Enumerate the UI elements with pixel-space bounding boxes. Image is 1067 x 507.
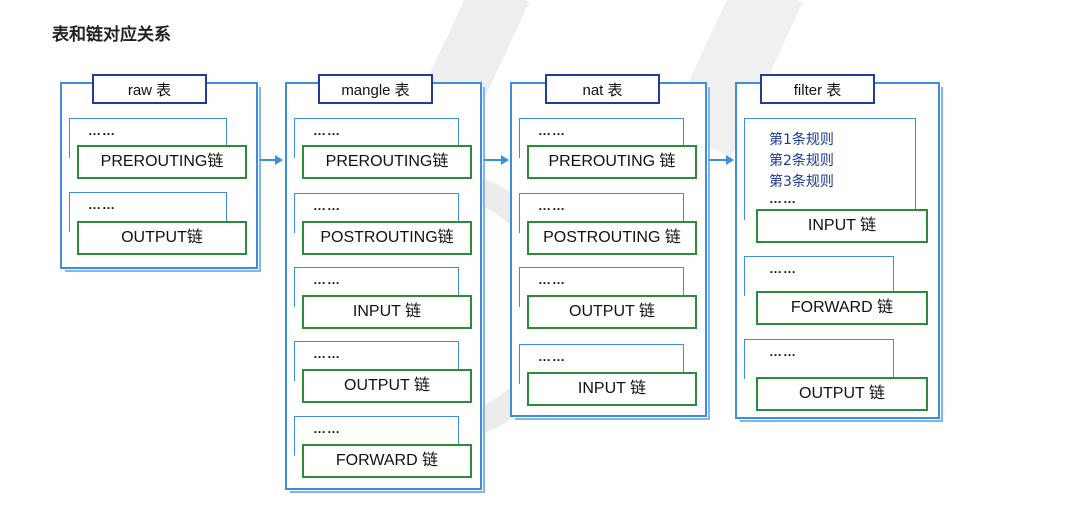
mangle-chain-input: INPUT 链 bbox=[302, 295, 472, 329]
ellipsis: …… bbox=[88, 123, 116, 138]
ellipsis: …… bbox=[769, 261, 797, 276]
raw-chain-output: OUTPUT链 bbox=[77, 221, 247, 255]
flow-arrow-head bbox=[726, 155, 734, 165]
ellipsis: …… bbox=[769, 191, 797, 206]
filter-chain-card-forward: …… bbox=[744, 256, 894, 296]
flow-arrow-head bbox=[501, 155, 509, 165]
ellipsis: …… bbox=[769, 344, 797, 359]
filter-rule-2: 第2条规则 bbox=[769, 153, 834, 169]
mangle-chain-forward: FORWARD 链 bbox=[302, 444, 472, 478]
filter-rule-1: 第1条规则 bbox=[769, 132, 834, 148]
mangle-chain-postrouting: POSTROUTING链 bbox=[302, 221, 472, 255]
flow-arrow-head bbox=[275, 155, 283, 165]
nat-chain-input: INPUT 链 bbox=[527, 372, 697, 406]
ellipsis: …… bbox=[313, 272, 341, 287]
nat-chain-postrouting: POSTROUTING 链 bbox=[527, 221, 697, 255]
nat-table-title: nat 表 bbox=[545, 74, 660, 104]
raw-table-title: raw 表 bbox=[92, 74, 207, 104]
filter-chain-card-input: 第1条规则 第2条规则 第3条规则 …… bbox=[744, 118, 916, 220]
flow-arrow-nat-to-filter bbox=[709, 159, 727, 161]
ellipsis: …… bbox=[313, 346, 341, 361]
mangle-chain-prerouting: PREROUTING链 bbox=[302, 145, 472, 179]
ellipsis: …… bbox=[313, 421, 341, 436]
ellipsis: …… bbox=[538, 272, 566, 287]
filter-rule-3: 第3条规则 bbox=[769, 174, 834, 190]
filter-chain-input: INPUT 链 bbox=[756, 209, 928, 243]
filter-chain-card-output: …… bbox=[744, 339, 894, 379]
mangle-chain-output: OUTPUT 链 bbox=[302, 369, 472, 403]
filter-table-title: filter 表 bbox=[760, 74, 875, 104]
raw-chain-prerouting: PREROUTING链 bbox=[77, 145, 247, 179]
nat-chain-prerouting: PREROUTING 链 bbox=[527, 145, 697, 179]
ellipsis: …… bbox=[88, 197, 116, 212]
flow-arrow-mangle-to-nat bbox=[484, 159, 502, 161]
filter-chain-forward: FORWARD 链 bbox=[756, 291, 928, 325]
page-title: 表和链对应关系 bbox=[52, 25, 171, 45]
ellipsis: …… bbox=[313, 198, 341, 213]
ellipsis: …… bbox=[313, 123, 341, 138]
flow-arrow-raw-to-mangle bbox=[260, 159, 276, 161]
ellipsis: …… bbox=[538, 198, 566, 213]
filter-chain-output: OUTPUT 链 bbox=[756, 377, 928, 411]
ellipsis: …… bbox=[538, 123, 566, 138]
mangle-table-title: mangle 表 bbox=[318, 74, 433, 104]
ellipsis: …… bbox=[538, 349, 566, 364]
nat-chain-output: OUTPUT 链 bbox=[527, 295, 697, 329]
